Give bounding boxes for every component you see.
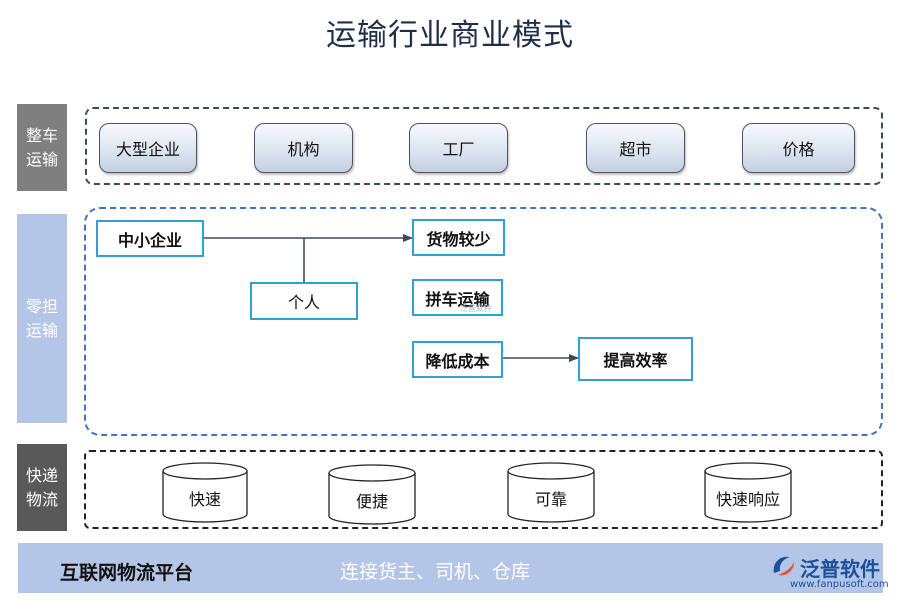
cylinder-fast-response-label: 快速响应 [715,490,780,509]
node-reduce-cost: 降低成本 [412,341,503,378]
ltl-frame [84,207,883,436]
cylinder-convenient-label: 便捷 [355,492,388,511]
row-label-full-truck: 整车运输 [17,104,67,191]
logo-icon [773,556,794,576]
cylinder-convenient [328,464,416,525]
cylinder-reliable [507,462,595,523]
row-label-express-text: 快递物流 [25,465,58,509]
row-label-express: 快递物流 [17,444,67,531]
row-label-ltl: 零担运输 [17,214,67,423]
full-truck-frame [85,107,883,185]
platform-bar [18,543,883,593]
pill-price: 价格 [742,123,855,173]
node-less-cargo: 货物较少 [412,219,505,256]
node-individual: 个人 [250,282,358,320]
platform-label: 互联网物流平台 [60,562,194,584]
express-frame [84,450,883,529]
logo-name: 泛普软件 [800,557,880,581]
pill-factory: 工厂 [409,123,508,173]
logo-url: www.fanpusoft.com [790,579,889,590]
page-title: 运输行业商业模式 [326,18,574,53]
cylinder-fast [162,462,248,523]
cylinder-fast-response [704,462,792,523]
pill-large-enterprise: 大型企业 [99,123,197,173]
cylinder-reliable-label: 可靠 [534,490,567,509]
node-improve-efficiency: 提高效率 [578,337,693,381]
pill-institution: 机构 [254,123,353,173]
watermark: 泛普软件 [460,304,492,313]
row-label-full-truck-text: 整车运输 [25,125,58,169]
pill-supermarket: 超市 [586,123,685,173]
platform-connect-text: 连接货主、司机、仓库 [340,561,531,583]
node-carpool: 拼车运输 [412,279,503,316]
cylinder-fast-label: 快速 [188,490,221,509]
node-sme: 中小企业 [96,220,204,257]
row-label-ltl-text: 零担运输 [25,296,58,340]
